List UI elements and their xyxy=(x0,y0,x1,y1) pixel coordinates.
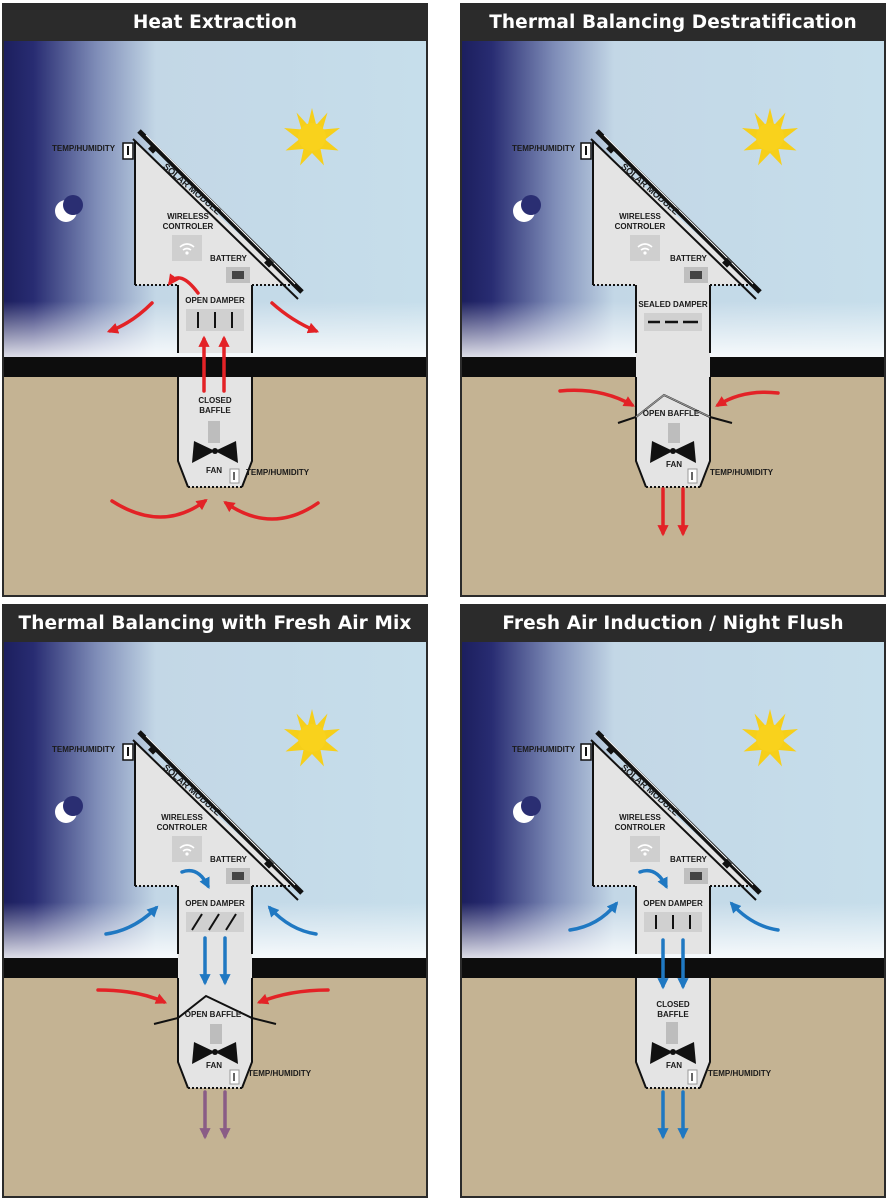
panel-fresh-air-induction-night-flush: Fresh Air Induction / Night Flush TEMP/H… xyxy=(460,604,886,1198)
baffle-closed xyxy=(666,1022,678,1044)
battery-icon xyxy=(226,868,250,884)
thermometer-icon xyxy=(687,468,698,484)
moon-icon xyxy=(513,796,541,823)
battery-label: BATTERY xyxy=(670,254,707,263)
temp-humidity-label: TEMP/HUMIDITY xyxy=(512,144,576,153)
panel-title: Thermal Balancing with Fresh Air Mix xyxy=(18,613,412,634)
battery-label: BATTERY xyxy=(670,855,707,864)
panel-title: Fresh Air Induction / Night Flush xyxy=(502,613,844,634)
fan-icon xyxy=(192,441,238,463)
temp-humidity-label: TEMP/HUMIDITY xyxy=(246,468,310,477)
battery-icon xyxy=(226,267,250,283)
baffle-label: OPEN BAFFLE xyxy=(184,1010,242,1019)
solar-module xyxy=(590,129,762,300)
thermometer-icon xyxy=(687,1069,698,1085)
panel-thermal-balancing-destratification: Thermal Balancing Destratification TEMP/… xyxy=(460,3,886,597)
fan-icon xyxy=(192,1042,238,1064)
battery-icon xyxy=(684,267,708,283)
moon-icon xyxy=(513,195,541,222)
wireless-controller-label: WIRELESS CONTROLER xyxy=(614,813,666,832)
baffle-open xyxy=(153,994,277,1044)
wireless-controller-label: WIRELESS CONTROLER xyxy=(162,212,214,231)
battery-label: BATTERY xyxy=(210,254,247,263)
battery-icon xyxy=(684,868,708,884)
panel-title: Thermal Balancing Destratification xyxy=(489,12,857,33)
baffle-label: OPEN BAFFLE xyxy=(642,409,700,418)
wifi-icon xyxy=(630,836,660,862)
temp-humidity-label: TEMP/HUMIDITY xyxy=(512,745,576,754)
temp-humidity-label: TEMP/HUMIDITY xyxy=(708,1069,772,1078)
solar-module xyxy=(590,730,762,901)
airflow-warm-arrows xyxy=(106,273,320,521)
panel-illustration xyxy=(460,604,886,1198)
wifi-icon xyxy=(172,235,202,261)
damper-open xyxy=(186,309,244,331)
damper-open-angled xyxy=(186,912,244,932)
panel-thermal-balancing-fresh-air-mix: Thermal Balancing with Fresh Air Mix TEM… xyxy=(2,604,428,1198)
battery-label: BATTERY xyxy=(210,855,247,864)
airflow-warm-arrows xyxy=(558,388,780,537)
floor-slab xyxy=(462,958,884,978)
baffle-label: CLOSED BAFFLE xyxy=(198,396,232,415)
thermometer-icon xyxy=(122,743,134,761)
moon-icon xyxy=(55,796,83,823)
airflow-cool-arrows xyxy=(104,868,318,986)
damper-sealed xyxy=(644,313,702,331)
fan-label: FAN xyxy=(666,1061,682,1070)
thermometer-icon xyxy=(580,142,592,160)
baffle-label: CLOSED BAFFLE xyxy=(656,1000,690,1019)
wifi-icon xyxy=(172,836,202,862)
temp-humidity-label: TEMP/HUMIDITY xyxy=(52,144,116,153)
damper-open xyxy=(644,912,702,932)
temp-humidity-label: TEMP/HUMIDITY xyxy=(52,745,116,754)
fan-label: FAN xyxy=(666,460,682,469)
solar-module xyxy=(132,730,304,901)
damper-label: OPEN DAMPER xyxy=(185,296,245,305)
thermometer-icon xyxy=(580,743,592,761)
temp-humidity-label: TEMP/HUMIDITY xyxy=(248,1069,312,1078)
thermometer-icon xyxy=(229,1069,240,1085)
fan-icon xyxy=(650,1042,696,1064)
baffle-open xyxy=(617,393,733,443)
damper-label: OPEN DAMPER xyxy=(643,899,703,908)
wireless-controller-label: WIRELESS CONTROLER xyxy=(156,813,208,832)
wifi-icon xyxy=(630,235,660,261)
panel-heat-extraction: Heat Extraction TEMP/HUMIDITY SOLAR MODU… xyxy=(2,3,428,597)
thermometer-icon xyxy=(229,468,240,484)
fan-icon xyxy=(650,441,696,463)
airflow-mixed-arrows xyxy=(199,1090,231,1140)
panel-title: Heat Extraction xyxy=(132,12,298,33)
thermometer-icon xyxy=(122,142,134,160)
fan-label: FAN xyxy=(206,1061,222,1070)
damper-label: SEALED DAMPER xyxy=(638,300,708,309)
panel-illustration xyxy=(460,3,886,597)
fan-label: FAN xyxy=(206,466,222,475)
damper-label: OPEN DAMPER xyxy=(185,899,245,908)
airflow-cool-arrows xyxy=(568,868,780,1140)
baffle-closed xyxy=(208,421,220,443)
solar-module xyxy=(132,129,304,300)
panel-illustration xyxy=(2,3,428,597)
temp-humidity-label: TEMP/HUMIDITY xyxy=(710,468,774,477)
wireless-controller-label: WIRELESS CONTROLER xyxy=(614,212,666,231)
floor-slab xyxy=(4,357,426,377)
airflow-warm-arrows xyxy=(96,988,330,1005)
moon-icon xyxy=(55,195,83,222)
panel-illustration xyxy=(2,604,428,1198)
